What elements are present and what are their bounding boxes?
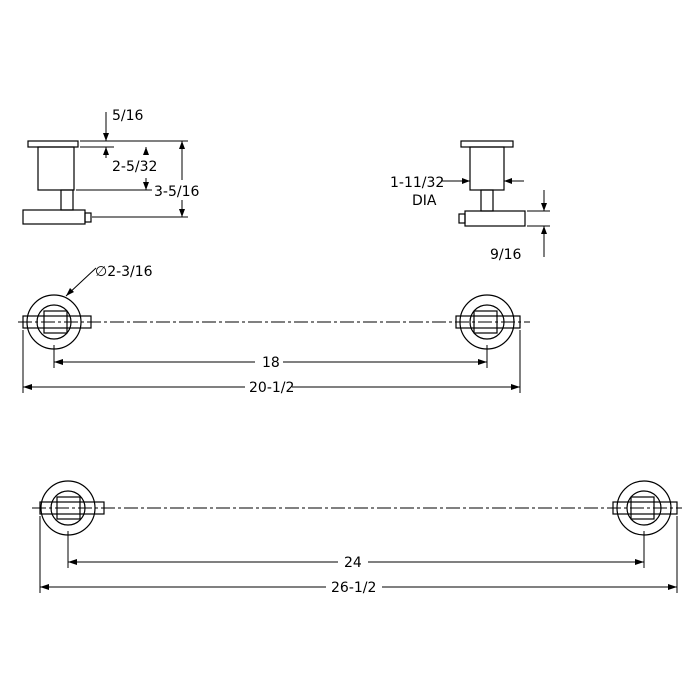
dim-base-diameter: ∅2-3/16	[95, 264, 153, 280]
dim-bar-24-centers: 24	[344, 555, 362, 571]
side-view-right-post	[469, 146, 505, 191]
side-view-left-stem	[60, 189, 74, 211]
bar-24-front-view: 24 26-1/2	[32, 480, 682, 596]
side-view-right-bracket	[464, 210, 526, 227]
bar-18-front-view: ∅2-3/16 18 20-1/2	[18, 264, 530, 396]
bar-18-left-post	[22, 294, 92, 350]
side-view-right-stem	[480, 189, 494, 212]
dim-post-height: 2-5/32	[112, 159, 157, 175]
dim-flange-thickness: 5/16	[112, 108, 144, 124]
bar-24-right-post	[612, 480, 678, 536]
dim-bar-24-overall: 26-1/2	[331, 580, 376, 596]
side-view-right-flange	[460, 140, 514, 148]
side-view-left: 5/16 2-5/32 3-5/16	[22, 108, 199, 225]
side-view-right-bar-end	[458, 213, 466, 224]
dim-post-diameter-suffix: DIA	[412, 193, 437, 209]
side-view-left-bar-end	[84, 212, 92, 223]
side-view-left-bracket	[22, 209, 86, 225]
dim-bar-18-centers: 18	[262, 355, 280, 371]
side-view-left-post	[37, 146, 75, 191]
side-view-right: 1-11/32 DIA 9/16	[390, 140, 550, 263]
dim-bar-18-overall: 20-1/2	[249, 380, 294, 396]
side-view-left-flange	[27, 140, 79, 148]
dim-post-diameter: 1-11/32	[390, 175, 444, 191]
dim-bar-thickness: 9/16	[490, 247, 522, 263]
dim-projection: 3-5/16	[154, 184, 199, 200]
